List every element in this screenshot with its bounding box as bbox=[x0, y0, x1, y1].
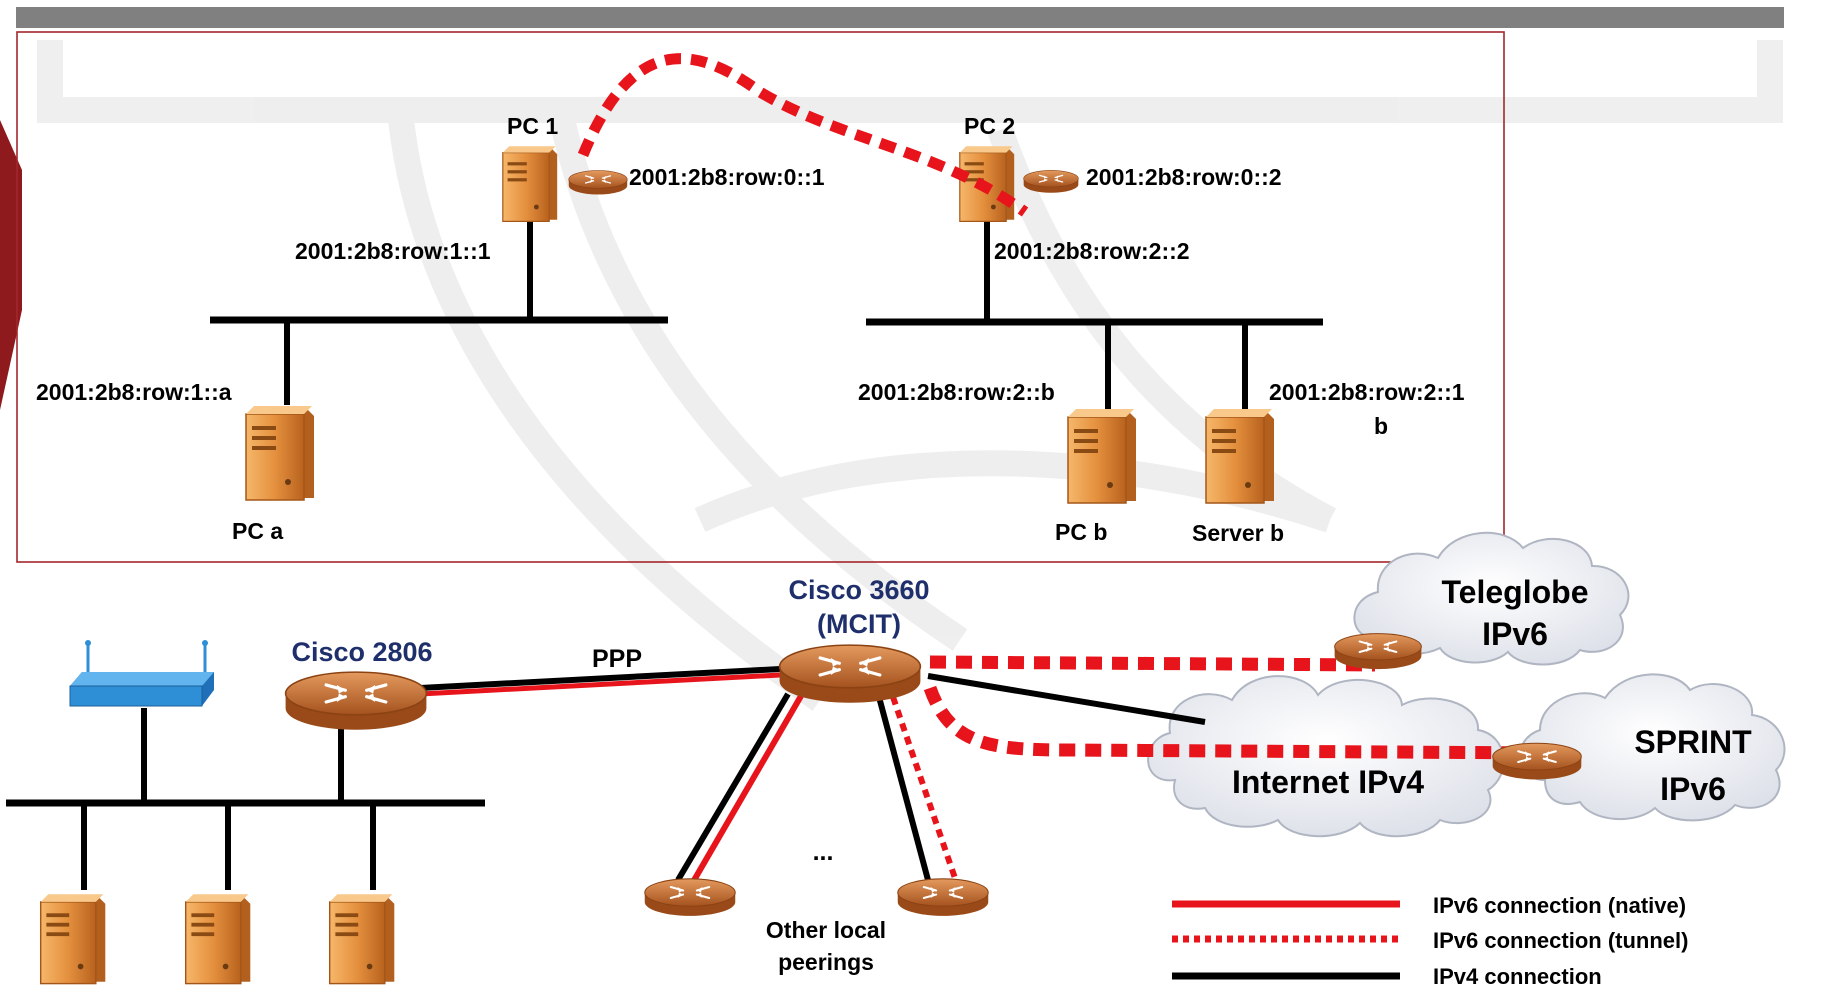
mcit-internet-ipv4-link bbox=[927, 673, 1206, 725]
pc2-lan-address: 2001:2b8:row:2::2 bbox=[994, 238, 1190, 264]
cisco2806-label: Cisco 2806 bbox=[291, 637, 432, 667]
other-peerings-label: Other local bbox=[766, 917, 886, 943]
serverb-label: Server b bbox=[1192, 520, 1284, 546]
pcb-server-icon bbox=[1067, 408, 1137, 504]
pca-label: PC a bbox=[232, 518, 283, 544]
pcb-label: PC b bbox=[1055, 519, 1107, 545]
host2-server-icon bbox=[184, 893, 252, 985]
teleglobe-sublabel: IPv6 bbox=[1482, 616, 1548, 652]
sprint-sublabel: IPv6 bbox=[1660, 771, 1726, 807]
pc2-label: PC 2 bbox=[964, 113, 1015, 139]
legend-tunnel-label: IPv6 connection (tunnel) bbox=[1433, 928, 1688, 953]
peering2-ipv4-link bbox=[876, 696, 931, 881]
ppp-ipv4-link bbox=[419, 666, 781, 691]
legend-ipv4-label: IPv4 connection bbox=[1433, 964, 1602, 989]
sprint-tunnel bbox=[923, 685, 1549, 760]
pc1-server-icon bbox=[502, 145, 558, 223]
teleglobe-label: Teleglobe bbox=[1442, 574, 1589, 610]
pca-address: 2001:2b8:row:1::a bbox=[36, 379, 232, 405]
pc1-pc2-tunnel bbox=[577, 53, 1029, 217]
ppp-ipv6-native-link bbox=[419, 672, 781, 697]
internet-ipv4-label: Internet IPv4 bbox=[1232, 764, 1424, 800]
sprint-router-icon bbox=[1491, 742, 1583, 781]
peering1-router-icon bbox=[643, 877, 737, 917]
pcb-address: 2001:2b8:row:2::b bbox=[858, 379, 1055, 405]
peering1-ipv6-native-link bbox=[690, 694, 804, 884]
pc2-router-icon bbox=[1022, 169, 1080, 194]
host3-server-icon bbox=[328, 893, 396, 985]
pc1-router-icon bbox=[568, 169, 628, 196]
cisco2806-router-icon bbox=[283, 670, 429, 732]
teleglobe-cloud bbox=[1353, 531, 1630, 666]
serverb-address-cont: b bbox=[1374, 413, 1388, 439]
peering2-router-icon bbox=[896, 877, 990, 917]
sprint-cloud bbox=[1518, 673, 1786, 822]
serverb-server-icon bbox=[1205, 408, 1275, 504]
teleglobe-router-icon bbox=[1333, 632, 1423, 671]
sprint-label: SPRINT bbox=[1634, 724, 1752, 760]
cisco3660-router-icon bbox=[777, 643, 923, 705]
wireless-switch-icon bbox=[69, 640, 214, 707]
legend: IPv6 connection (native) IPv6 connection… bbox=[1172, 893, 1688, 989]
peering1-ipv4-link bbox=[675, 692, 791, 882]
ppp-label: PPP bbox=[592, 645, 642, 673]
legend-native-label: IPv6 connection (native) bbox=[1433, 893, 1686, 918]
serverb-address: 2001:2b8:row:2::1 bbox=[1269, 379, 1465, 405]
cisco3660-label: Cisco 3660 bbox=[788, 575, 929, 605]
other-peerings-sublabel: peerings bbox=[778, 949, 874, 975]
pc1-lan-address: 2001:2b8:row:1::1 bbox=[295, 238, 491, 264]
peering2-ipv6-tunnel-link bbox=[890, 696, 960, 885]
cisco3660-sublabel: (MCIT) bbox=[817, 609, 901, 639]
tunnel-scenario-frame bbox=[16, 31, 1505, 563]
header-bar bbox=[16, 7, 1784, 28]
teleglobe-tunnel bbox=[929, 655, 1376, 672]
pc1-tunnel-address: 2001:2b8:row:0::1 bbox=[629, 164, 825, 190]
ellipsis-label: ... bbox=[813, 838, 834, 866]
left-chevron bbox=[0, 120, 22, 410]
host1-server-icon bbox=[39, 893, 107, 985]
pc2-tunnel-address: 2001:2b8:row:0::2 bbox=[1086, 164, 1282, 190]
pca-server-icon bbox=[245, 405, 315, 501]
pc1-label: PC 1 bbox=[507, 113, 558, 139]
